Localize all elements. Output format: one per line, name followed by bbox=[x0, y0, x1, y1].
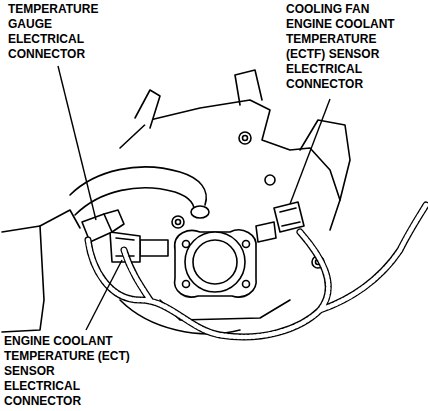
callout-label: ENGINE COOLANT TEMPERATURE (ECT) SENSOR … bbox=[4, 334, 132, 409]
callout-label: TEMPERATURE GAUGE ELECTRICAL CONNECTOR bbox=[8, 2, 120, 62]
callout-label: COOLING FAN ENGINE COOLANT TEMPERATURE (… bbox=[286, 2, 412, 92]
